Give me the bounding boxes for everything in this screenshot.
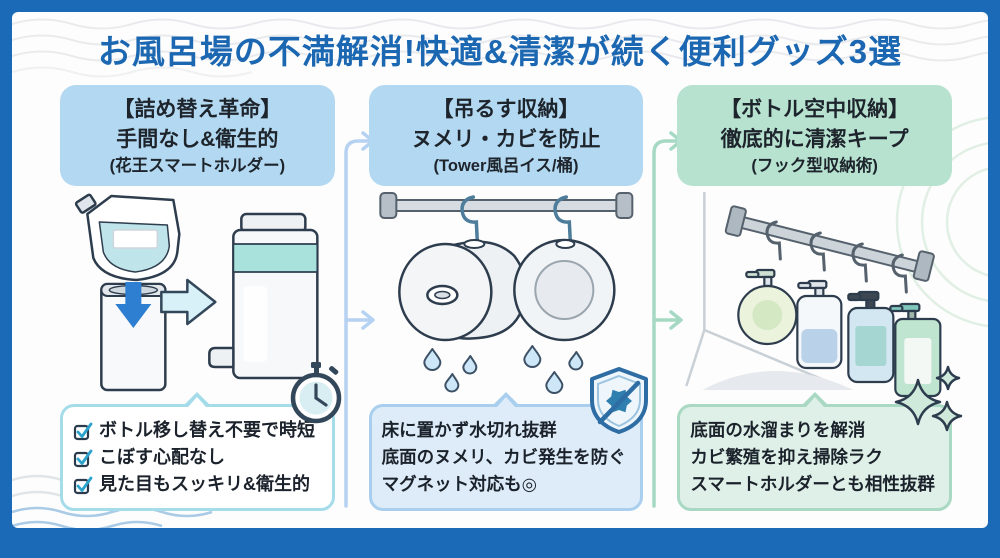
column2-points-bubble: 床に置かず水切れ抜群 底面のヌメリ、カビ発生を防ぐ マグネット対応も◎ bbox=[368, 392, 644, 512]
checklist-item: こぼす心配なし bbox=[73, 444, 322, 471]
right-arrow-icon bbox=[160, 278, 217, 326]
column3-header-line3: (フック型収納術) bbox=[751, 156, 878, 175]
column-hanging-storage: 【吊るす収納】 ヌメリ・カビを防止 (Tower風呂イス/桶) bbox=[368, 85, 649, 512]
anti-germ-shield-icon bbox=[590, 367, 649, 435]
column1-points-bubble: ボトル移し替え不要で時短 こぼす心配なし bbox=[60, 392, 335, 512]
list-item: カビ繁殖を抑え掃除ラク bbox=[690, 444, 939, 471]
connector-arrow-col2-to-col3 bbox=[652, 131, 683, 508]
column-refill-revolution: 【詰め替え革命】 手間なし&衛生的 (花王スマートホルダー) bbox=[60, 85, 341, 512]
point-text: マグネット対応も◎ bbox=[381, 474, 537, 495]
column1-header-line1: 【詰め替え革命】 bbox=[113, 98, 282, 121]
point-text: 見た目もスッキリ&衛生的 bbox=[99, 474, 310, 495]
column1-header-line3: (花王スマートホルダー) bbox=[109, 156, 286, 175]
point-text: 底面の水溜まりを解消 bbox=[690, 420, 866, 441]
shower-rod bbox=[379, 192, 634, 220]
water-drop-icon bbox=[423, 345, 584, 394]
column1-header: 【詰め替え革命】 手間なし&衛生的 (花王スマートホルダー) bbox=[60, 85, 335, 187]
round-green-bottle bbox=[737, 268, 798, 346]
point-text: ボトル移し替え不要で時短 bbox=[99, 420, 315, 441]
column1-header-line2: 手間なし&衛生的 bbox=[116, 127, 279, 151]
column2-header-line2: ヌメリ・カビを防止 bbox=[411, 127, 601, 151]
refill-pouch bbox=[74, 193, 181, 282]
column3-points-bubble: 底面の水溜まりを解消 カビ繁殖を抑え掃除ラク スマートホルダーとも相性抜群 bbox=[677, 392, 953, 512]
smart-dispenser bbox=[208, 212, 319, 380]
checkbox-checked-icon bbox=[73, 449, 93, 467]
sparkles-icon bbox=[894, 365, 963, 432]
list-item: 床に置かず水切れ抜群 bbox=[382, 417, 631, 444]
stopwatch-icon bbox=[290, 362, 341, 424]
towel-bar bbox=[725, 205, 936, 282]
point-text: カビ繁殖を抑え掃除ラク bbox=[690, 447, 883, 468]
column3-bubble-wrap: 底面の水溜まりを解消 カビ繁殖を抑え掃除ラク スマートホルダーとも相性抜群 bbox=[677, 365, 963, 512]
wash-basin bbox=[512, 238, 616, 342]
checklist-item: 見た目もスッキリ&衛生的 bbox=[73, 471, 322, 498]
floor-shadow bbox=[702, 371, 854, 391]
columns-container: 【詰め替え革命】 手間なし&衛生的 (花王スマートホルダー) bbox=[12, 73, 988, 512]
list-item: スマートホルダーとも相性抜群 bbox=[690, 471, 939, 498]
point-text: 床に置かず水切れ抜群 bbox=[381, 420, 557, 441]
column2-header-line1: 【吊るす収納】 bbox=[432, 98, 580, 121]
point-text: 底面のヌメリ、カビ発生を防ぐ bbox=[381, 447, 626, 468]
infographic-panel: お風呂場の不満解消!快適&清潔が続く便利グッズ3選 【詰め替え革命】 手間なし&… bbox=[12, 12, 988, 528]
column2-header: 【吊るす収納】 ヌメリ・カビを防止 (Tower風呂イス/桶) bbox=[368, 85, 644, 187]
column-bottle-air-storage: 【ボトル空中収納】 徹底的に清潔キープ (フック型収納術) bbox=[677, 85, 963, 512]
down-arrow-icon bbox=[115, 282, 152, 329]
s-hook-icon bbox=[765, 220, 909, 294]
green-square-bottle bbox=[889, 302, 942, 398]
column3-header: 【ボトル空中収納】 徹底的に清潔キープ (フック型収納術) bbox=[677, 85, 953, 187]
page-title: お風呂場の不満解消!快適&清潔が続く便利グッズ3選 bbox=[97, 33, 903, 70]
s-hook-icon bbox=[459, 195, 572, 244]
list-item: 底面のヌメリ、カビ発生を防ぐ bbox=[382, 444, 631, 471]
column1-bubble-wrap: ボトル移し替え不要で時短 こぼす心配なし bbox=[60, 362, 341, 512]
point-text: こぼす心配なし bbox=[99, 447, 225, 468]
checkbox-checked-icon bbox=[73, 476, 93, 494]
checkbox-checked-icon bbox=[73, 422, 93, 440]
point-text: スマートホルダーとも相性抜群 bbox=[690, 474, 935, 495]
refill-illustration bbox=[60, 188, 335, 404]
white-blue-bottle bbox=[796, 279, 843, 370]
hanging-stool-basin-illustration bbox=[369, 188, 644, 404]
column3-header-line1: 【ボトル空中収納】 bbox=[720, 98, 910, 121]
list-item: マグネット対応も◎ bbox=[382, 471, 631, 498]
hanging-bottles-illustration bbox=[677, 188, 952, 404]
column2-header-line3: (Tower風呂イス/桶) bbox=[433, 156, 579, 175]
blue-bottle-dark-pump bbox=[847, 290, 895, 384]
checklist-item: ボトル移し替え不要で時短 bbox=[73, 417, 322, 444]
column3-header-line2: 徹底的に清潔キープ bbox=[720, 127, 909, 151]
bath-stool bbox=[397, 239, 527, 342]
column2-bubble-wrap: 床に置かず水切れ抜群 底面のヌメリ、カビ発生を防ぐ マグネット対応も◎ bbox=[368, 367, 649, 512]
list-item: 底面の水溜まりを解消 bbox=[690, 417, 939, 444]
